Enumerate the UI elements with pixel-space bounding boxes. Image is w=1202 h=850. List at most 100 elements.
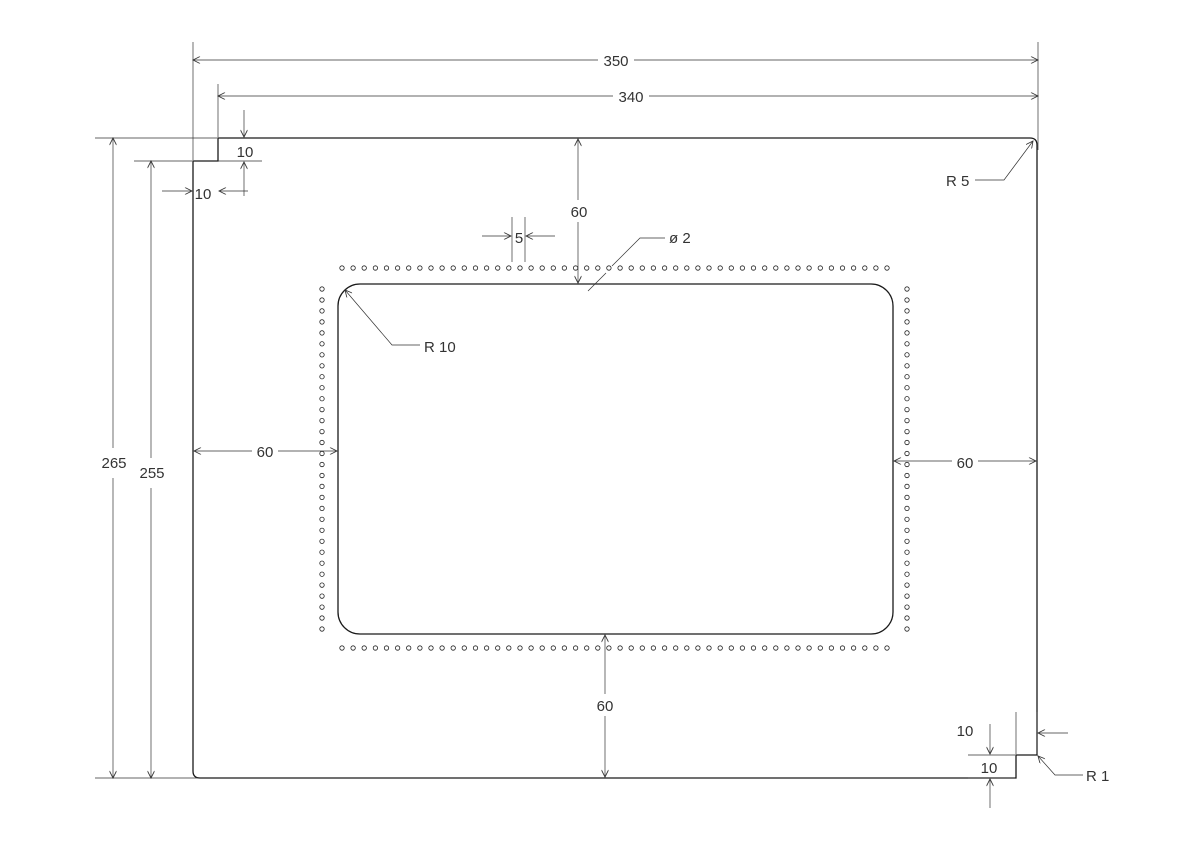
perforation-hole [873, 265, 879, 271]
perforation-hole [904, 549, 910, 555]
perforation-hole [795, 265, 801, 271]
perforation-hole [628, 265, 634, 271]
perforation-hole [850, 265, 857, 271]
perforation-holes [319, 265, 910, 651]
perforation-hole [904, 483, 910, 489]
perforation-hole [361, 645, 367, 651]
perforation-hole [873, 645, 879, 651]
perforation-hole [884, 265, 890, 271]
dim-margin-left: 60 [257, 444, 274, 461]
perforation-hole [828, 645, 835, 651]
perforation-hole [439, 645, 445, 651]
dim-top-notch-height: 10 [237, 144, 254, 161]
perforation-hole [319, 505, 325, 511]
panel-outline [192, 137, 1038, 779]
perforation-hole [884, 645, 890, 651]
perforation-hole [483, 645, 490, 651]
perforation-hole [904, 363, 910, 369]
perforation-hole [817, 645, 823, 651]
perforation-hole [495, 645, 501, 651]
perforation-hole [673, 265, 679, 271]
perforation-hole [639, 265, 645, 271]
perforation-hole [506, 645, 512, 651]
perforation-hole [319, 428, 325, 435]
perforation-hole [319, 527, 325, 533]
perforation-hole [339, 645, 345, 651]
dim-overall-width: 350 [603, 53, 628, 70]
perforation-hole [904, 604, 910, 610]
perforation-hole [904, 341, 910, 347]
perforation-hole [828, 265, 835, 271]
perforation-hole [661, 645, 668, 651]
perforation-hole [319, 472, 325, 479]
perforation-hole [904, 450, 910, 457]
perforation-hole [406, 265, 412, 271]
perforation-hole [319, 593, 325, 599]
perforation-hole [461, 265, 467, 271]
dim-radius-outer: R 5 [946, 173, 969, 190]
perforation-hole [773, 645, 779, 651]
perforation-hole [319, 439, 325, 446]
perforation-hole [728, 645, 734, 651]
perforation-hole [728, 265, 734, 271]
perforation-hole [862, 645, 868, 651]
perforation-hole [439, 265, 445, 271]
perforation-hole [595, 265, 601, 271]
perforation-hole [319, 363, 325, 369]
perforation-hole [319, 385, 325, 391]
perforation-hole [862, 265, 868, 271]
perforation-hole [817, 265, 823, 271]
perforation-hole [428, 265, 434, 271]
dim-margin-bottom: 60 [597, 698, 614, 715]
perforation-hole [904, 308, 910, 314]
perforation-hole [806, 265, 812, 271]
perforation-hole [750, 645, 757, 651]
perforation-hole [584, 265, 590, 271]
perforation-hole [506, 265, 512, 271]
perforation-hole [495, 265, 501, 271]
perforation-hole [394, 645, 401, 651]
perforation-hole [904, 505, 910, 511]
perforation-hole [483, 265, 490, 271]
perforation-hole [628, 645, 634, 651]
perforation-hole [673, 645, 679, 651]
perforation-hole [528, 645, 534, 651]
dim-hole-spacing: 5 [515, 230, 523, 247]
perforation-hole [539, 645, 545, 651]
perforation-hole [739, 265, 746, 271]
dimension-labels: 350 340 265 255 10 10 60 60 60 60 5 ø 2 … [101, 50, 1109, 785]
perforation-hole [904, 286, 910, 292]
perforation-hole [539, 265, 545, 271]
perforation-hole [706, 265, 712, 271]
perforation-hole [339, 265, 345, 271]
perforation-hole [850, 645, 857, 651]
perforation-hole [561, 645, 568, 651]
perforation-hole [472, 265, 479, 271]
perforation-hole [572, 265, 579, 271]
perforation-hole [572, 645, 579, 651]
dim-bottom-notch-height: 10 [981, 760, 998, 777]
perforation-hole [319, 483, 325, 489]
perforation-hole [904, 560, 910, 566]
perforation-hole [319, 319, 325, 325]
dim-top-notch-width: 10 [195, 186, 212, 203]
perforation-hole [319, 461, 325, 468]
perforation-hole [904, 582, 910, 588]
perforation-hole [417, 265, 423, 271]
perforation-hole [528, 265, 534, 271]
perforation-hole [639, 645, 645, 651]
perforation-hole [904, 538, 910, 544]
perforation-hole [762, 645, 768, 651]
perforation-hole [739, 645, 746, 651]
perforation-hole [904, 527, 910, 533]
perforation-hole [617, 645, 623, 651]
perforation-hole [517, 265, 523, 271]
perforation-hole [406, 645, 412, 651]
perforation-hole [361, 265, 367, 271]
perforation-hole [350, 265, 356, 271]
perforation-hole [904, 461, 910, 468]
perforation-hole [319, 626, 325, 632]
perforation-hole [319, 450, 325, 457]
perforation-hole [617, 265, 623, 271]
